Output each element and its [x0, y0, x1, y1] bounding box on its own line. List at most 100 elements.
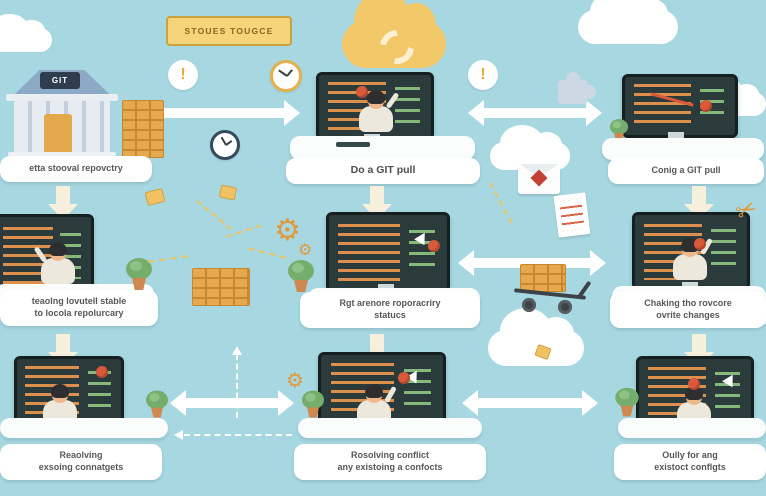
monitor-stand — [682, 282, 698, 288]
red-ball-icon — [688, 378, 700, 390]
git-building-sign: GIT — [40, 72, 80, 89]
wood-pallet — [122, 100, 164, 158]
person-hair — [49, 242, 67, 256]
person-hair — [51, 384, 69, 398]
arrow-repo-to-pull — [148, 100, 300, 126]
gear-icon: ⚙ — [286, 368, 304, 392]
cloud — [490, 125, 570, 170]
git-building-base — [8, 152, 116, 157]
git-pull-cloud-icon — [342, 0, 446, 71]
step-text: ovrite changes — [656, 310, 720, 320]
dashed-path — [148, 255, 188, 263]
person-body — [41, 258, 75, 284]
arrow-bar — [56, 186, 70, 204]
wood-pallet — [192, 268, 250, 306]
desk — [290, 136, 475, 160]
arrow-bar — [472, 258, 592, 268]
clock-icon — [270, 60, 302, 92]
git-building-door — [44, 114, 72, 153]
arrow-tip — [284, 100, 300, 126]
person-at-desk — [33, 242, 76, 290]
arrow-tip — [170, 390, 186, 416]
step-text: Oully for ang — [662, 450, 718, 461]
arrow-tip — [590, 250, 606, 276]
exclamation-icon: ! — [468, 60, 498, 90]
plant-leaves — [615, 387, 639, 408]
step-text: Conig a GIT pull — [651, 165, 721, 176]
clock-hand — [278, 69, 288, 77]
arrow-head-up — [232, 346, 242, 355]
monitor — [622, 74, 738, 138]
step-label-do-git-pull: Do a GIT pull — [286, 158, 480, 184]
red-ball-icon — [700, 100, 712, 112]
step-text: Do a GIT pull — [350, 164, 416, 177]
arrow-pull-to-config — [468, 100, 602, 126]
monitor — [326, 212, 450, 292]
potted-plant — [288, 260, 314, 294]
wax-seal-icon — [530, 169, 548, 187]
step-text: Rosolving conflict — [350, 450, 429, 461]
step-label-resolve-existing: Reaolving exsoing connatgets — [0, 444, 162, 480]
dashed-connector — [184, 434, 292, 436]
dashed-connector — [236, 354, 238, 418]
plant-pot — [620, 405, 634, 417]
plant-leaves — [126, 258, 152, 280]
plant-pot — [132, 278, 146, 290]
keyboard — [336, 142, 370, 147]
cart-wheel — [522, 298, 536, 312]
git-building-beam — [6, 94, 118, 101]
arrow-tip — [458, 250, 474, 276]
cart-wheel — [558, 300, 572, 314]
step-text: any existoing a confocts — [337, 462, 443, 472]
arrow-bar — [162, 108, 286, 118]
potted-plant — [609, 119, 629, 143]
arrow-bar — [692, 186, 706, 204]
potted-plant — [126, 258, 152, 292]
step-label-config-git-pull: Conig a GIT pull — [608, 158, 764, 184]
exclamation-glyph: ! — [480, 66, 486, 83]
arrow-bar — [692, 334, 706, 352]
step-text: exsoing connatgets — [38, 462, 124, 472]
step-text: existoct conflgts — [654, 462, 726, 472]
plant-pot — [307, 407, 319, 418]
person-hair — [685, 386, 703, 400]
red-ball-icon — [96, 366, 108, 378]
step-text: Rgt arenore roporacriry — [339, 298, 441, 309]
step-text: Reaolving — [59, 450, 103, 461]
arrow-tip — [586, 100, 602, 126]
red-ball-icon — [398, 372, 410, 384]
wood-blocks — [520, 264, 566, 292]
person-body — [359, 106, 393, 132]
plant-leaves — [609, 119, 629, 135]
monitor-stand — [668, 132, 684, 140]
envelope-icon — [518, 164, 560, 194]
arrow-bar — [56, 334, 70, 352]
step-label-pull-local-stable: teaolng lovutell stable to locola repolu… — [0, 290, 158, 326]
plant-pot — [151, 407, 163, 418]
step-text: teaolng lovutell stable — [31, 296, 127, 307]
gear-icon: ⚙ — [274, 213, 301, 248]
exclamation-icon: ! — [168, 60, 198, 90]
alarm-clock-icon — [210, 130, 240, 160]
plant-leaves — [288, 260, 314, 282]
arrow-tip — [278, 390, 294, 416]
step-label-review-remote-changes: Chaking tho rovcore ovrite changes — [610, 292, 766, 328]
cloud — [0, 13, 52, 52]
potted-plant — [145, 390, 169, 420]
step-text: to locola repolurcary — [34, 308, 124, 318]
arrow-tip — [462, 390, 478, 416]
arrow-bar — [482, 108, 588, 118]
step-label-repo-status: Rgt arenore roporacriry statucs — [300, 292, 480, 328]
step-text: statucs — [374, 310, 406, 320]
arrow-bar — [370, 334, 384, 352]
person-body — [673, 254, 707, 280]
clock-hand — [220, 136, 227, 146]
dashed-path — [196, 200, 232, 230]
arrow-bar — [370, 186, 384, 204]
arrow-tip — [468, 100, 484, 126]
dashed-path — [226, 224, 262, 238]
potted-plant — [615, 387, 639, 419]
gear-icon: ⚙ — [298, 240, 313, 259]
step-label-check-conflicts: Oully for ang existoct conflgts — [614, 444, 766, 480]
person-hair — [367, 90, 385, 104]
